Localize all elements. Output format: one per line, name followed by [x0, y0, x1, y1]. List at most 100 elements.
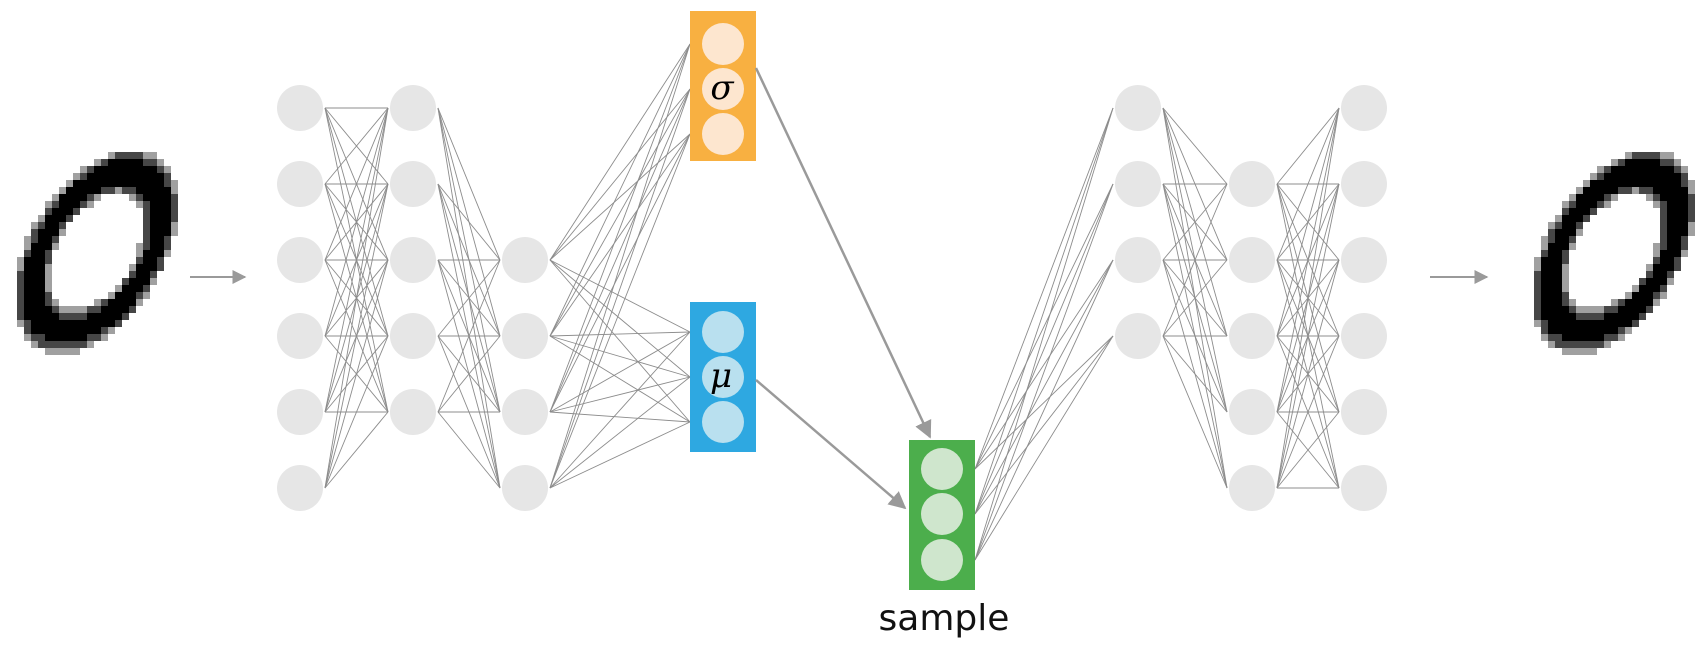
digit-pixel	[1555, 299, 1562, 306]
digit-pixel	[108, 292, 115, 299]
digit-pixel	[1660, 152, 1667, 159]
digit-pixel	[1583, 327, 1590, 334]
digit-pixel	[1562, 320, 1569, 327]
connection-line	[1276, 107, 1340, 489]
digit-pixel	[1674, 222, 1681, 229]
decoder-neuron	[1115, 237, 1161, 283]
digit-pixel	[1667, 229, 1674, 236]
digit-pixel	[136, 264, 143, 271]
digit-pixel	[80, 313, 87, 320]
digit-pixel	[1590, 187, 1597, 194]
digit-pixel	[1660, 215, 1667, 222]
digit-pixel	[87, 341, 94, 348]
digit-pixel	[1611, 194, 1618, 201]
digit-pixel	[1674, 187, 1681, 194]
connection-line	[549, 133, 691, 261]
digit-pixel	[1590, 201, 1597, 208]
encoder-neuron	[390, 161, 436, 207]
digit-pixel	[1653, 173, 1660, 180]
digit-pixel	[1632, 306, 1639, 313]
digit-pixel	[1583, 215, 1590, 222]
digit-pixel	[1576, 194, 1583, 201]
digit-pixel	[1548, 327, 1555, 334]
digit-pixel	[31, 320, 38, 327]
digit-pixel	[143, 222, 150, 229]
encoder-neuron	[390, 237, 436, 283]
digit-pixel	[1569, 222, 1576, 229]
digit-pixel	[1632, 285, 1639, 292]
digit-pixel	[1590, 341, 1597, 348]
digit-pixel	[94, 194, 101, 201]
digit-pixel	[1562, 271, 1569, 278]
digit-pixel	[164, 236, 171, 243]
digit-pixel	[150, 159, 157, 166]
digit-pixel	[87, 166, 94, 173]
digit-pixel	[129, 194, 136, 201]
digit-pixel	[59, 313, 66, 320]
digit-pixel	[1555, 243, 1562, 250]
connection-line	[549, 133, 691, 413]
connection-line	[974, 259, 1114, 561]
digit-pixel	[108, 187, 115, 194]
digit-pixel	[1667, 201, 1674, 208]
digit-pixel	[38, 327, 45, 334]
digit-pixel	[45, 299, 52, 306]
digit-pixel	[52, 327, 59, 334]
digit-pixel	[45, 334, 52, 341]
digit-pixel	[150, 271, 157, 278]
digit-pixel	[1639, 166, 1646, 173]
connection-line	[549, 88, 691, 337]
decoder-neuron	[1229, 465, 1275, 511]
digit-pixel	[66, 180, 73, 187]
digit-pixel	[122, 152, 129, 159]
digit-pixel	[1625, 173, 1632, 180]
connection-line	[549, 376, 691, 413]
digit-pixel	[24, 285, 31, 292]
digit-pixel	[24, 243, 31, 250]
connection-line	[1162, 183, 1228, 337]
digit-pixel	[24, 250, 31, 257]
digit-pixel	[129, 180, 136, 187]
digit-pixel	[157, 173, 164, 180]
digit-pixel	[94, 313, 101, 320]
digit-pixel	[80, 341, 87, 348]
digit-pixel	[31, 271, 38, 278]
digit-pixel	[1625, 166, 1632, 173]
digit-pixel	[94, 306, 101, 313]
digit-pixel	[1548, 264, 1555, 271]
digit-pixel	[87, 334, 94, 341]
digit-pixel	[24, 271, 31, 278]
digit-pixel	[1548, 243, 1555, 250]
digit-pixel	[122, 313, 129, 320]
digit-pixel	[101, 299, 108, 306]
digit-pixel	[1674, 257, 1681, 264]
decoder-neuron	[1115, 85, 1161, 131]
digit-pixel	[38, 341, 45, 348]
decoder-neuron	[1341, 85, 1387, 131]
digit-pixel	[1674, 215, 1681, 222]
digit-pixel	[45, 208, 52, 215]
digit-pixel	[115, 320, 122, 327]
digit-pixel	[1632, 173, 1639, 180]
digit-pixel	[1576, 320, 1583, 327]
digit-pixel	[38, 334, 45, 341]
digit-pixel	[1604, 313, 1611, 320]
digit-pixel	[1548, 299, 1555, 306]
digit-pixel	[1541, 299, 1548, 306]
digit-pixel	[1534, 285, 1541, 292]
digit-pixel	[1653, 264, 1660, 271]
digit-pixel	[1611, 159, 1618, 166]
digit-pixel	[31, 334, 38, 341]
digit-pixel	[1583, 201, 1590, 208]
connection-line	[1276, 411, 1340, 489]
digit-pixel	[1646, 306, 1653, 313]
digit-pixel	[101, 306, 108, 313]
digit-pixel	[1618, 180, 1625, 187]
digit-pixel	[1653, 180, 1660, 187]
digit-pixel	[59, 208, 66, 215]
digit-pixel	[1681, 215, 1688, 222]
digit-pixel	[1653, 152, 1660, 159]
encoder-neuron	[502, 313, 548, 359]
digit-pixel	[1653, 250, 1660, 257]
digit-pixel	[150, 180, 157, 187]
